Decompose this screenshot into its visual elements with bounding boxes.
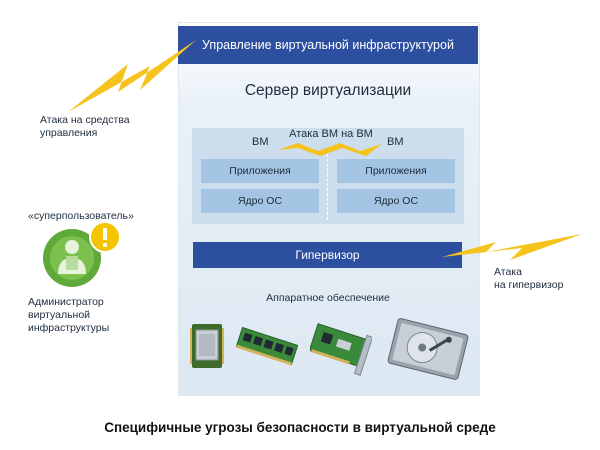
superuser-label: «суперпользователь» xyxy=(28,210,134,222)
lightning-bolt-vm-attack-icon xyxy=(278,143,382,156)
vm-right-apps: Приложения xyxy=(337,159,455,183)
admin-avatar-icon xyxy=(43,229,101,287)
cpu-icon xyxy=(190,324,224,368)
vm-attack-label: Атака ВМ на ВМ xyxy=(289,128,373,140)
lightning-bolt-hypervisor-icon xyxy=(442,234,582,260)
warning-icon xyxy=(89,221,121,253)
admin-label: Администратор виртуальной инфраструктуры xyxy=(28,296,109,335)
hardware-label: Аппаратное обеспечение xyxy=(266,292,390,304)
hard-drive-icon xyxy=(387,318,469,380)
attack-hypervisor-label: Атака на гипервизор xyxy=(494,266,563,292)
vm-left-os-kernel: Ядро ОС xyxy=(201,189,319,213)
server-title: Сервер виртуализации xyxy=(244,82,412,99)
hypervisor-bar: Гипервизор xyxy=(193,242,462,268)
attack-hypervisor-line-1: Атака xyxy=(494,266,522,278)
vm-divider xyxy=(327,154,329,220)
figure-caption: Специфичные угрозы безопасности в виртуа… xyxy=(104,420,496,435)
vm-right-label: ВМ xyxy=(387,136,404,148)
attack-hypervisor-line-2: на гипервизор xyxy=(494,279,564,291)
management-bar: Управление виртуальной инфраструктурой xyxy=(178,26,478,64)
vm-left-label: ВМ xyxy=(252,136,269,148)
admin-line-2: виртуальной xyxy=(28,309,91,321)
attack-management-line-1: Атака на средства xyxy=(40,114,130,126)
admin-line-1: Администратор xyxy=(28,296,104,308)
vm-right-os-kernel: Ядро ОС xyxy=(337,189,455,213)
admin-line-3: инфраструктуры xyxy=(28,322,110,334)
vm-left-apps: Приложения xyxy=(201,159,319,183)
attack-management-label: Атака на средства управления xyxy=(40,114,130,140)
memory-module-icon xyxy=(236,326,298,366)
network-card-icon xyxy=(310,323,372,376)
lightning-bolt-management-icon xyxy=(68,40,196,112)
attack-management-line-2: управления xyxy=(40,127,98,139)
